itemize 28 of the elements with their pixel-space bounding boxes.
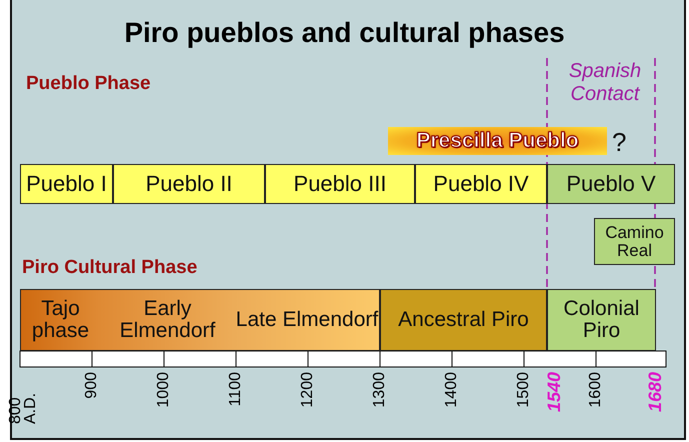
axis-tick-label: 1300 [372,372,388,410]
period-label: Spanish Contact [568,60,642,106]
label-box: Camino Real [594,218,675,265]
axis-tick-label: 1400 [444,372,460,410]
phase-bar: Pueblo V [547,164,675,204]
phase-bar: Pueblo IV [415,164,547,204]
axis-tick-label: 1600 [588,372,604,410]
year-marker: 1540 [545,372,563,414]
phase-bar: Pueblo III [265,164,415,204]
axis-tick-label: 800 A.D. [8,392,38,424]
axis-tick-label: 900 [84,372,100,401]
phase-bar: Pueblo I [20,164,113,204]
section-heading: Pueblo Phase [26,73,151,95]
axis-tick-label: 1500 [516,372,532,410]
axis-tick-label: 1100 [228,372,244,408]
question-mark: ? [612,127,626,158]
phase-bar: Early Elmendorf [100,289,235,351]
diagram-title: Piro pueblos and cultural phases [123,17,566,49]
phase-bar: Tajo phase [20,289,100,351]
axis-tick-label: 1200 [300,372,316,410]
phase-bar: Colonial Piro [547,289,656,351]
highlight-banner: Prescilla Pueblo [388,127,607,155]
phase-bar: Pueblo II [113,164,265,204]
phase-bar: Late Elmendorf [235,289,380,351]
year-marker: 1680 [646,372,664,414]
phase-bar: Ancestral Piro [380,289,547,351]
axis-tick-label: 1000 [156,372,172,410]
section-heading: Piro Cultural Phase [22,257,198,279]
